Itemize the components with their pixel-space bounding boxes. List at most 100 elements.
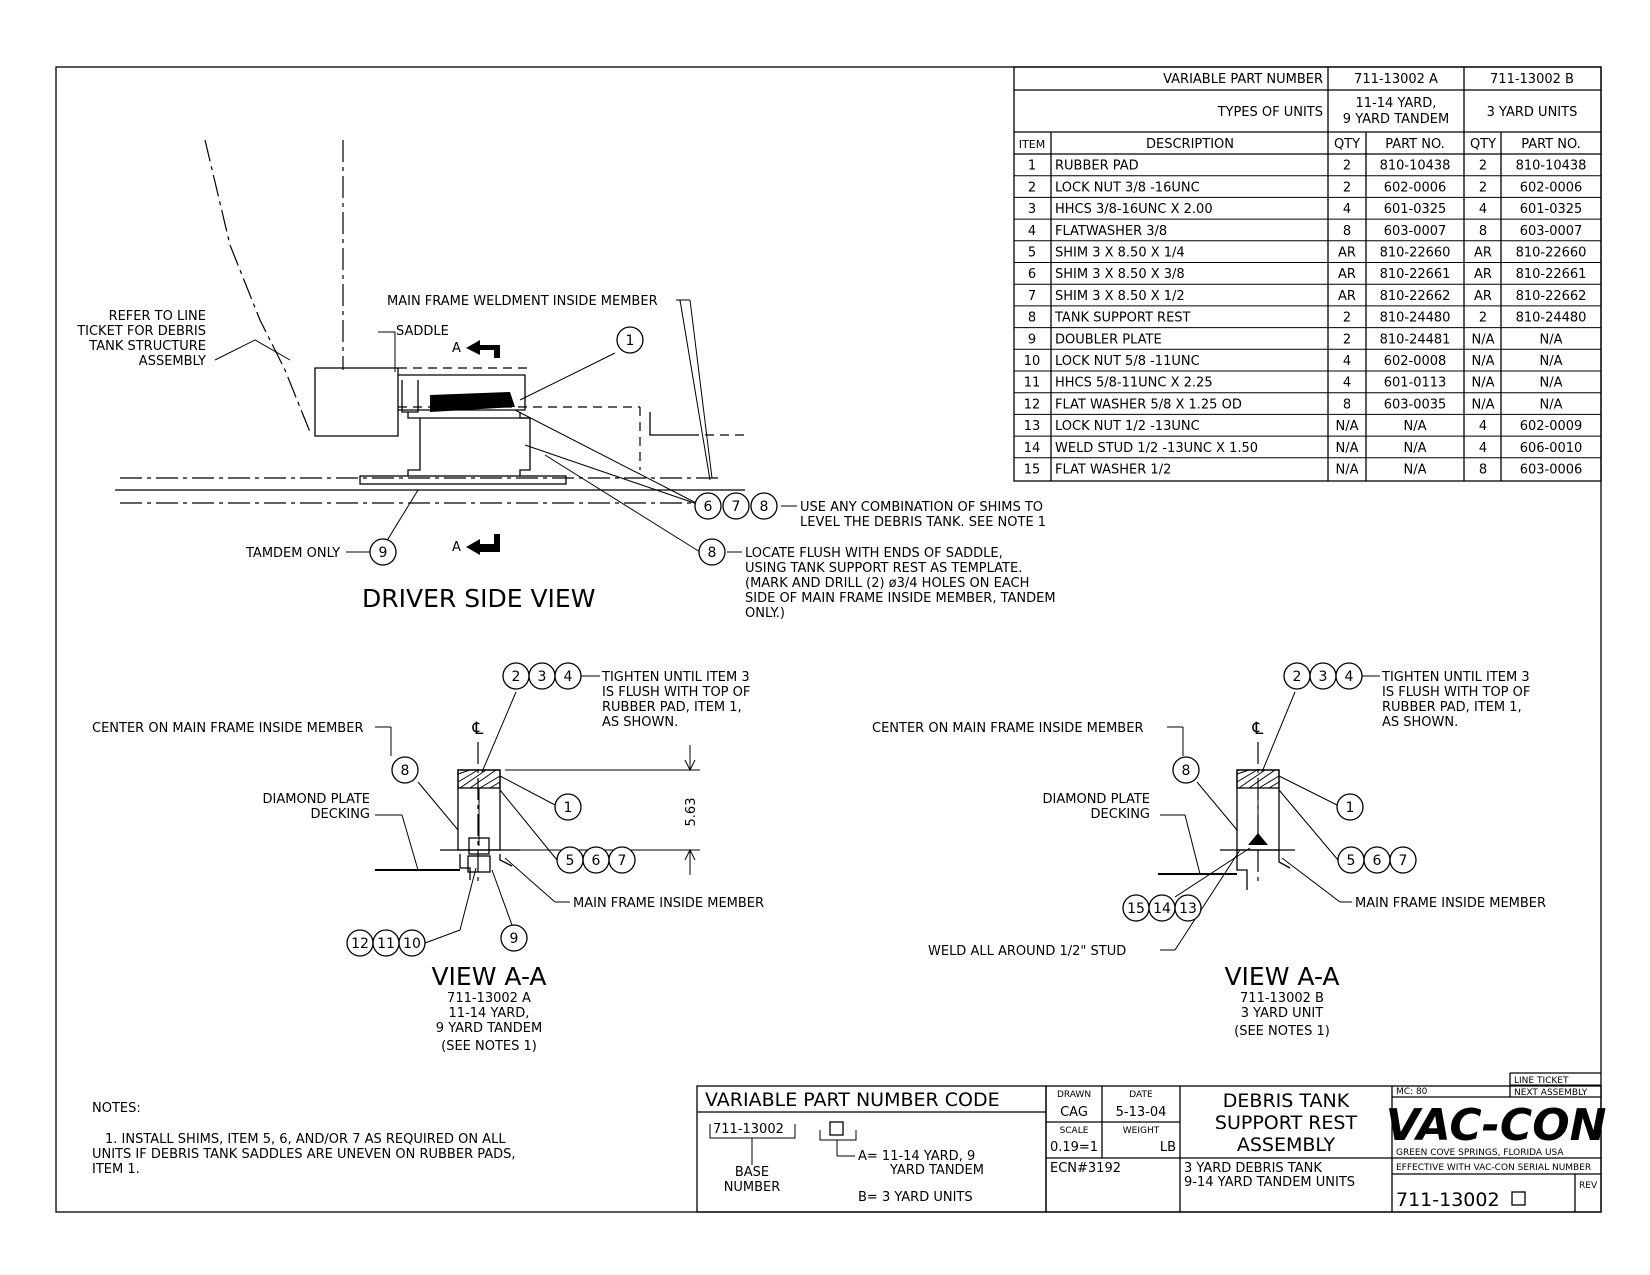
svg-text:1: 1 bbox=[1346, 800, 1355, 816]
bom-cell-qty-a: 8 bbox=[1343, 397, 1351, 412]
view-b-sub1: 711-13002 B bbox=[1240, 991, 1324, 1006]
view-a-tighten-line2: IS FLUSH WITH TOP OF bbox=[602, 685, 750, 700]
bom-cell-qty-a: 4 bbox=[1343, 376, 1351, 391]
balloon-b-1: 1 bbox=[1336, 793, 1364, 821]
tb-drawn-label: DRAWN bbox=[1057, 1090, 1091, 1100]
bom-cell-item: 8 bbox=[1028, 311, 1036, 326]
bom-cell-qty-a: 2 bbox=[1343, 180, 1351, 195]
tb-title-line2: SUPPORT REST bbox=[1215, 1112, 1358, 1134]
view-b-title: VIEW A-A bbox=[1224, 962, 1339, 991]
bom-cell-qty-a: 2 bbox=[1343, 332, 1351, 347]
shims-note-line2: LEVEL THE DEBRIS TANK. SEE NOTE 1 bbox=[800, 515, 1046, 530]
tb-effective: EFFECTIVE WITH VAC-CON SERIAL NUMBER bbox=[1396, 1163, 1591, 1173]
bom-types-label: TYPES OF UNITS bbox=[1217, 105, 1323, 120]
variable-part-number-code: VARIABLE PART NUMBER CODE 711-13002 BASE… bbox=[696, 1085, 1047, 1213]
view-a-sub3: 9 YARD TANDEM bbox=[436, 1021, 542, 1036]
balloon-b-14: 14 bbox=[1148, 894, 1176, 922]
note-1-line1: 1. INSTALL SHIMS, ITEM 5, 6, AND/OR 7 AS… bbox=[105, 1132, 506, 1147]
balloon-b-8: 8 bbox=[1172, 756, 1200, 784]
bom-type-a-line2: 9 YARD TANDEM bbox=[1343, 112, 1449, 127]
bom-cell-qty-a: N/A bbox=[1336, 463, 1359, 478]
svg-text:8: 8 bbox=[708, 545, 717, 561]
balloon-b-7: 7 bbox=[1389, 846, 1417, 874]
bom-cell-qty-b: 2 bbox=[1479, 311, 1487, 326]
balloon-b-13: 13 bbox=[1174, 894, 1202, 922]
bom-cell-part-a: 603-0007 bbox=[1384, 224, 1447, 239]
note-1-line2: UNITS IF DEBRIS TANK SADDLES ARE UNEVEN … bbox=[92, 1147, 516, 1162]
tb-title-line3: ASSEMBLY bbox=[1237, 1134, 1336, 1156]
bom-type-b: 3 YARD UNITS bbox=[1487, 105, 1578, 120]
bom-cell-part-b: 810-22661 bbox=[1516, 267, 1587, 282]
bom-cell-desc: SHIM 3 X 8.50 X 3/8 bbox=[1055, 267, 1185, 282]
bom-cell-part-a: 810-10438 bbox=[1380, 159, 1451, 174]
code-base-line1: BASE bbox=[735, 1165, 769, 1180]
bom-cell-part-a: N/A bbox=[1404, 441, 1427, 456]
section-arrow-top bbox=[466, 340, 500, 358]
balloon-7: 7 bbox=[722, 492, 750, 520]
bom-cell-part-b: N/A bbox=[1540, 332, 1563, 347]
tb-variant-box bbox=[1511, 1191, 1526, 1206]
tb-mc: MC: 80 bbox=[1396, 1087, 1428, 1097]
svg-text:6: 6 bbox=[704, 499, 713, 515]
bom-cell-part-b: N/A bbox=[1540, 376, 1563, 391]
bom-cell-item: 15 bbox=[1024, 463, 1041, 478]
balloon-a-9: 9 bbox=[500, 924, 528, 952]
view-a-a-variant-b: ℄ CENTER ON MAIN FRAME INSIDE MEMBER DIA… bbox=[872, 662, 1546, 1039]
svg-text:2: 2 bbox=[512, 669, 521, 685]
bom-cell-part-a: N/A bbox=[1404, 463, 1427, 478]
balloon-b-3: 3 bbox=[1309, 662, 1337, 690]
bom-type-a-line1: 11-14 YARD, bbox=[1356, 96, 1437, 111]
svg-text:9: 9 bbox=[510, 931, 519, 947]
locate-line5: ONLY.) bbox=[745, 606, 785, 621]
bom-cell-qty-b: 2 bbox=[1479, 159, 1487, 174]
view-a-diamond-line1: DIAMOND PLATE bbox=[263, 792, 370, 807]
bom-cell-item: 2 bbox=[1028, 180, 1036, 195]
balloon-b-5: 5 bbox=[1337, 846, 1365, 874]
note-1-line3: ITEM 1. bbox=[92, 1162, 140, 1177]
bom-cell-qty-b: N/A bbox=[1472, 332, 1495, 347]
bom-cell-part-a: 601-0113 bbox=[1384, 376, 1447, 391]
section-marker-a-bottom: A bbox=[452, 540, 461, 555]
bom-cell-qty-b: 4 bbox=[1479, 202, 1487, 217]
view-a-title: VIEW A-A bbox=[431, 962, 546, 991]
refer-line1: REFER TO LINE bbox=[109, 309, 206, 324]
bom-cell-item: 14 bbox=[1024, 441, 1041, 456]
bom-cell-part-a: 602-0008 bbox=[1384, 354, 1447, 369]
bom-cell-desc: HHCS 3/8-16UNC X 2.00 bbox=[1055, 202, 1213, 217]
svg-text:8: 8 bbox=[401, 763, 410, 779]
view-a-sub2: 11-14 YARD, bbox=[449, 1006, 530, 1021]
bom-cell-desc: HHCS 5/8-11UNC X 2.25 bbox=[1055, 376, 1213, 391]
bom-cell-item: 4 bbox=[1028, 224, 1036, 239]
view-a-tighten-line1: TIGHTEN UNTIL ITEM 3 bbox=[601, 670, 750, 685]
balloon-b-15: 15 bbox=[1122, 894, 1150, 922]
bom-cell-part-a: 810-22662 bbox=[1380, 289, 1451, 304]
tb-desc-line2: 9-14 YARD TANDEM UNITS bbox=[1184, 1175, 1355, 1190]
bom-vpn-a: 711-13002 A bbox=[1354, 72, 1438, 87]
bom-cell-desc: LOCK NUT 5/8 -11UNC bbox=[1055, 354, 1200, 369]
bom-cell-part-a: 810-22660 bbox=[1380, 246, 1451, 261]
notes-title: NOTES: bbox=[92, 1101, 141, 1116]
view-b-sub2: 3 YARD UNIT bbox=[1241, 1006, 1323, 1021]
bom-cell-desc: SHIM 3 X 8.50 X 1/4 bbox=[1055, 246, 1185, 261]
bom-cell-qty-b: 8 bbox=[1479, 224, 1487, 239]
bom-col-part-b: PART NO. bbox=[1521, 137, 1581, 152]
balloon-6: 6 bbox=[694, 492, 722, 520]
view-b-diamond-line1: DIAMOND PLATE bbox=[1043, 792, 1150, 807]
bom-cell-part-a: 603-0035 bbox=[1384, 397, 1447, 412]
svg-text:1: 1 bbox=[564, 800, 573, 816]
balloon-9-tamdem: 9 bbox=[369, 538, 397, 566]
bom-cell-item: 6 bbox=[1028, 267, 1036, 282]
view-b-weld-label: WELD ALL AROUND 1/2" STUD bbox=[928, 944, 1126, 959]
bom-col-qty-b: QTY bbox=[1470, 137, 1496, 152]
bom-cell-desc: FLATWASHER 3/8 bbox=[1055, 224, 1167, 239]
bom-cell-desc: RUBBER PAD bbox=[1055, 159, 1139, 174]
tank-outline bbox=[204, 139, 311, 433]
refer-line3: TANK STRUCTURE bbox=[88, 339, 206, 354]
bom-cell-part-b: N/A bbox=[1540, 354, 1563, 369]
